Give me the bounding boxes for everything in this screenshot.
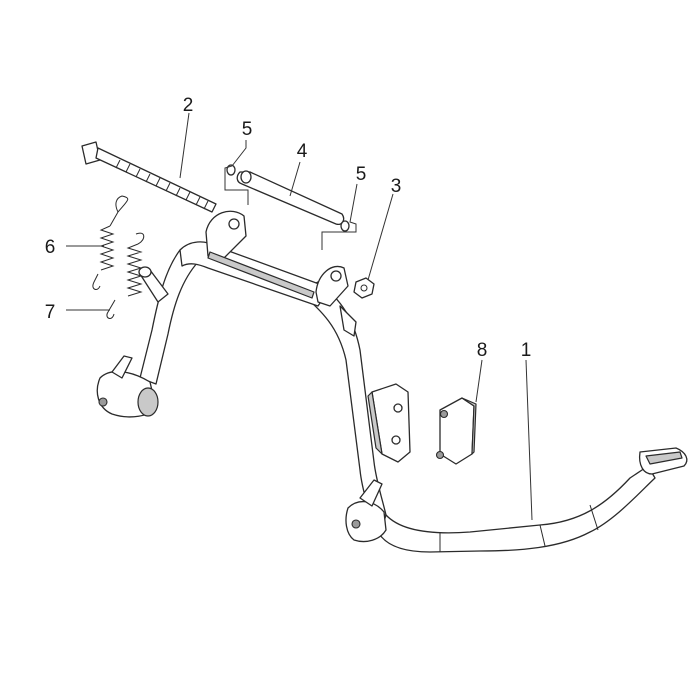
- callout-8: 8: [477, 340, 488, 361]
- rubber-pad-part: [435, 397, 477, 465]
- stand-right-pivot: [345, 501, 387, 543]
- spring-7-part: [106, 232, 145, 319]
- bushing-part: [138, 266, 169, 303]
- stand-bottom-bar: [379, 465, 656, 553]
- washer-left-part: [226, 164, 236, 176]
- callout-7: 7: [45, 302, 56, 323]
- callout-3: 3: [391, 176, 402, 197]
- washer-right-part: [340, 220, 350, 232]
- leader-5b: [321, 183, 358, 250]
- stand-spring-tab: [339, 305, 357, 337]
- callout-5a: 5: [242, 119, 253, 140]
- callout-1: 1: [521, 340, 532, 361]
- callout-5b: 5: [356, 164, 367, 185]
- nut-part: [353, 277, 375, 299]
- leader-5a: [224, 140, 249, 205]
- main-stand-frame: [96, 210, 688, 553]
- leader-4: [289, 161, 301, 197]
- leader-1: [525, 359, 533, 521]
- spring-6-part: [92, 195, 129, 290]
- callout-2: 2: [183, 95, 194, 116]
- pivot-shaft-part: [236, 170, 345, 226]
- callout-labels: 2 5 4 5 3 6 7 8 1: [45, 95, 532, 361]
- callout-4: 4: [297, 141, 308, 162]
- leader-3: [367, 193, 394, 281]
- leader-8: [475, 359, 483, 403]
- leader-lines: [66, 112, 533, 521]
- long-bolt-part: [81, 141, 217, 213]
- leader-2: [179, 112, 190, 179]
- callout-6: 6: [45, 237, 56, 258]
